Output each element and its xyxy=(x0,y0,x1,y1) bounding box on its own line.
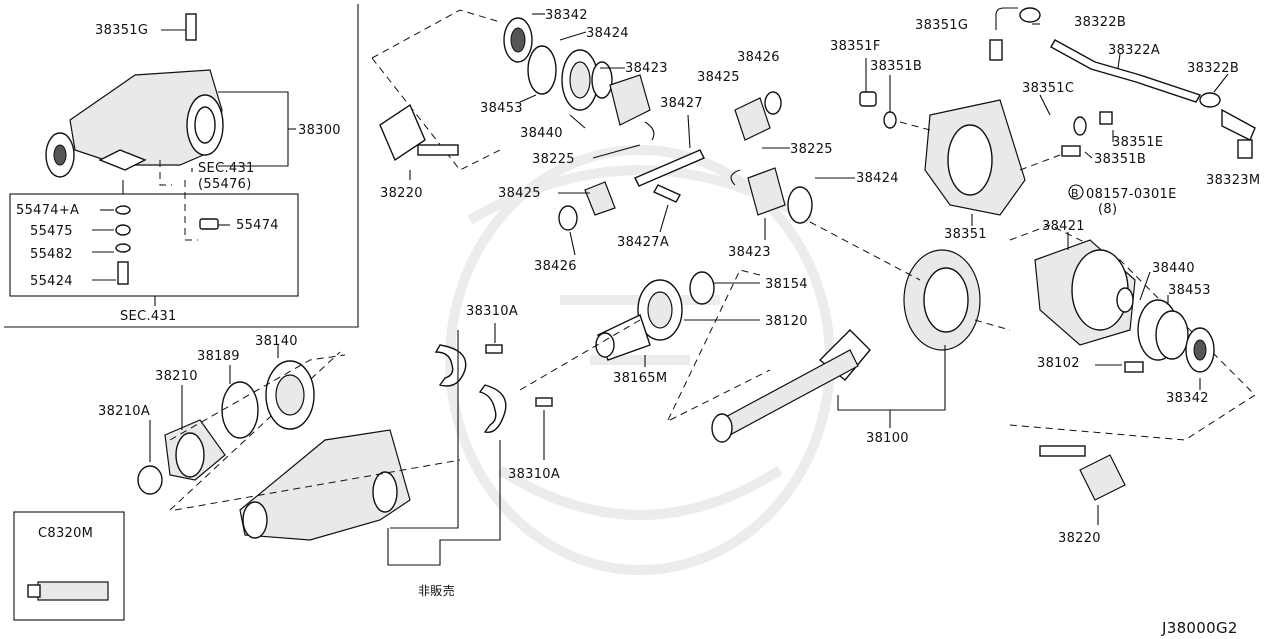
diagram-id: J38000G2 xyxy=(1161,619,1238,637)
label-55475: 55475 xyxy=(30,224,73,239)
ring-gear-group xyxy=(667,221,1011,443)
label-38423-top: 38423 xyxy=(625,61,668,76)
bracket-group xyxy=(169,344,553,541)
label-55482: 55482 xyxy=(30,247,73,262)
pinion-leader-lines xyxy=(409,13,655,180)
label-38322A: 38322A xyxy=(1108,43,1160,58)
diff-case-group xyxy=(1009,224,1256,501)
pinion-spacer-group xyxy=(519,271,715,391)
label-55474A: 55474+A xyxy=(16,203,79,218)
label-38100: 38100 xyxy=(866,431,909,446)
bracket-leaders xyxy=(387,323,545,566)
label-38351G-right: 38351G xyxy=(915,18,968,33)
label-55424: 55424 xyxy=(30,274,73,289)
label-38310A-top: 38310A xyxy=(466,304,518,319)
label-38453-right: 38453 xyxy=(1168,283,1211,298)
label-38323M: 38323M xyxy=(1206,173,1260,188)
bolt-ref-letter: B xyxy=(1071,187,1079,200)
label-38140: 38140 xyxy=(255,334,298,349)
label-38210: 38210 xyxy=(155,369,198,384)
label-38351B-right: 38351B xyxy=(1094,152,1146,167)
label-38351C: 38351C xyxy=(1022,81,1074,96)
label-38440-right: 38440 xyxy=(1152,261,1195,276)
watermark-emblem xyxy=(445,145,835,575)
inset-bottom-left xyxy=(13,511,125,621)
diff-case-leaders xyxy=(1067,232,1201,525)
label-bolt-ref: 08157-0301E xyxy=(1086,187,1177,202)
label-38120: 38120 xyxy=(765,314,808,329)
label-38154: 38154 xyxy=(765,277,808,292)
label-38424-top: 38424 xyxy=(586,26,629,41)
inset-top-left xyxy=(4,4,359,328)
label-38165M: 38165M xyxy=(613,371,667,386)
label-38225-left: 38225 xyxy=(532,152,575,167)
label-38220-top: 38220 xyxy=(380,186,423,201)
companion-flange-group xyxy=(137,354,346,495)
label-not-sold: 非販売 xyxy=(418,583,455,598)
label-sec431-ref: SEC.431 xyxy=(198,161,255,176)
label-38310A-bottom: 38310A xyxy=(508,467,560,482)
label-38210A: 38210A xyxy=(98,404,150,419)
label-38424-mid: 38424 xyxy=(856,171,899,186)
label-38426-left: 38426 xyxy=(534,259,577,274)
side-gear-group xyxy=(558,91,813,231)
label-38102: 38102 xyxy=(1037,356,1080,371)
inset-tool-label: C8320M xyxy=(38,526,93,541)
label-38351: 38351 xyxy=(944,227,987,242)
label-38351F: 38351F xyxy=(830,39,881,54)
inset-top-left-lines xyxy=(122,29,296,306)
label-38322B-top: 38322B xyxy=(1074,15,1126,30)
label-38300: 38300 xyxy=(298,123,341,138)
label-38351E: 38351E xyxy=(1112,135,1163,150)
label-bolt-qty: (8) xyxy=(1098,202,1117,217)
label-38220-right: 38220 xyxy=(1058,531,1101,546)
label-38426-top: 38426 xyxy=(737,50,780,65)
label-38427A: 38427A xyxy=(617,235,669,250)
inset-sec-label: SEC.431 xyxy=(120,309,177,324)
rear-cover-group xyxy=(859,7,1256,216)
label-38351G-top: 38351G xyxy=(95,23,148,38)
label-38425-left: 38425 xyxy=(498,186,541,201)
label-38189: 38189 xyxy=(197,349,240,364)
pinion-bearing-group xyxy=(371,9,651,171)
differential-assembly xyxy=(45,13,224,178)
label-38225-right: 38225 xyxy=(790,142,833,157)
label-38425-top: 38425 xyxy=(697,70,740,85)
label-sec431-sub: (55476) xyxy=(198,177,252,192)
label-38342-right: 38342 xyxy=(1166,391,1209,406)
rear-cover-leaders xyxy=(865,23,1229,226)
label-38423-mid: 38423 xyxy=(728,245,771,260)
label-38421: 38421 xyxy=(1042,219,1085,234)
label-38427: 38427 xyxy=(660,96,703,111)
ring-gear-leaders xyxy=(837,345,946,428)
bolt-ref-badge: B xyxy=(1068,184,1084,200)
label-38322B-right: 38322B xyxy=(1187,61,1239,76)
pinion-spacer-leaders xyxy=(644,282,760,367)
small-parts-column xyxy=(92,205,230,285)
label-38453-top: 38453 xyxy=(480,101,523,116)
companion-flange-leaders xyxy=(149,345,279,462)
label-38440-top: 38440 xyxy=(520,126,563,141)
label-38351B-top: 38351B xyxy=(870,59,922,74)
label-55474: 55474 xyxy=(236,218,279,233)
side-gear-leaders xyxy=(558,114,855,256)
label-38342-top: 38342 xyxy=(545,8,588,23)
